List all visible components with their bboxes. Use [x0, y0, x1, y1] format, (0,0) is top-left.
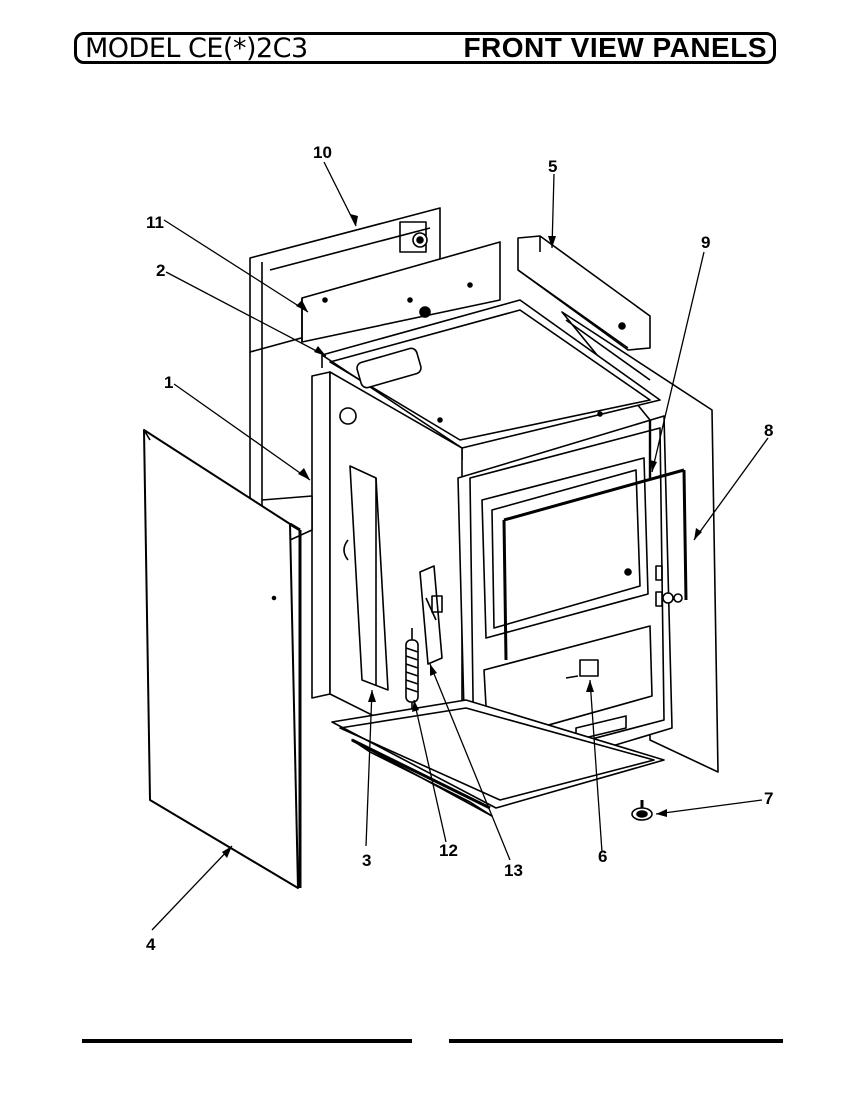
insulation-strip-part-3 [349, 465, 389, 691]
outer-side-panel-part-4 [143, 429, 302, 889]
callout-4: 4 [146, 935, 156, 954]
callout-10: 10 [313, 143, 332, 162]
clip-part-6 [565, 659, 599, 679]
callout-9: 9 [701, 233, 710, 252]
callout-8: 8 [764, 421, 773, 440]
callout-12: 12 [439, 841, 458, 860]
door-spring-part-12 [405, 628, 419, 720]
bottom-base [331, 699, 665, 817]
callout-13: 13 [504, 861, 523, 880]
callout-2: 2 [156, 261, 165, 280]
callout-11: 11 [146, 213, 164, 232]
footer-rule-left [82, 1039, 412, 1043]
model-title: MODEL CE(*)2C3 [85, 32, 308, 64]
rear-panel-part-10 [249, 207, 441, 500]
front-frame [457, 415, 673, 791]
hinge-part-13 [419, 565, 443, 665]
callout-6: 6 [598, 847, 607, 866]
title-banner: MODEL CE(*)2C3 FRONT VIEW PANELS [74, 32, 776, 64]
leader-lines [151, 161, 769, 931]
side-trim-part-8 [502, 468, 688, 661]
callout-1: 1 [164, 373, 173, 392]
top-side-bracket-part-5 [517, 235, 651, 351]
leveling-leg-part-7 [631, 800, 653, 821]
section-title: FRONT VIEW PANELS [463, 32, 767, 63]
callout-3: 3 [362, 851, 371, 870]
leader-arrowheads [222, 214, 702, 858]
callout-5: 5 [548, 157, 557, 176]
callout-7: 7 [764, 789, 773, 808]
footer-rule-right [449, 1039, 783, 1043]
top-cover-part-2 [321, 299, 661, 460]
